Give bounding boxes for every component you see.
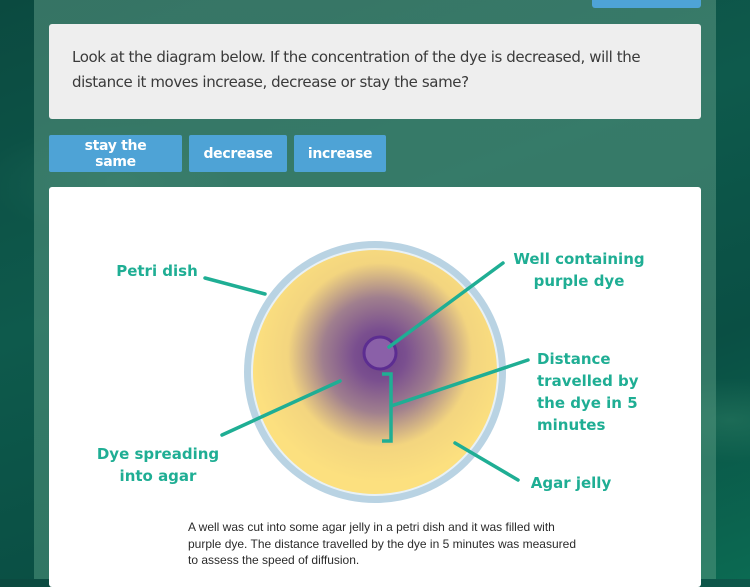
- question-box: Look at the diagram below. If the concen…: [49, 24, 701, 119]
- dye-spreading-pointer: [220, 379, 342, 437]
- answer-increase-button[interactable]: increase: [294, 135, 386, 172]
- agar-jelly: [253, 250, 497, 494]
- top-button[interactable]: [592, 0, 701, 8]
- answer-options: stay the same decrease increase: [49, 135, 386, 172]
- label-agar-jelly: Agar jelly: [530, 474, 612, 492]
- agar-jelly-pointer: [453, 441, 520, 482]
- diagram-caption: A well was cut into some agar jelly in a…: [188, 520, 576, 567]
- question-text: Look at the diagram below. If the concen…: [72, 48, 641, 91]
- label-petri-dish: Petri dish: [116, 262, 198, 280]
- petri-dish-pointer: [203, 276, 267, 296]
- answer-stay-the-same-button[interactable]: stay the same: [49, 135, 182, 172]
- well-pointer: [387, 261, 505, 349]
- dye-well: [362, 335, 398, 371]
- answer-decrease-button[interactable]: decrease: [189, 135, 287, 172]
- distance-pointer: [389, 358, 530, 408]
- label-distance: Distance travelled by the dye in 5 minut…: [537, 350, 639, 434]
- label-dye-spreading: Dye spreading into agar: [96, 445, 220, 485]
- label-well: Well containing purple dye: [513, 250, 645, 290]
